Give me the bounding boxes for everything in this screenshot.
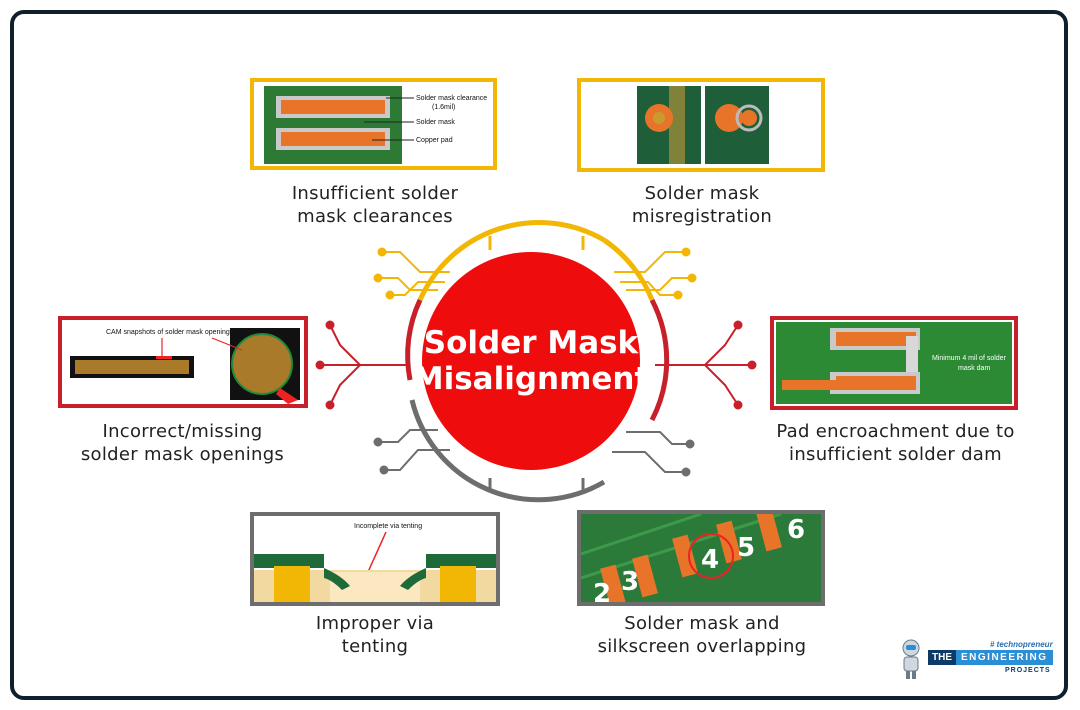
caption-clearance-line1: Insufficient solder: [291, 183, 459, 204]
caption-encroachment-line1: Pad encroachment due to: [776, 421, 1015, 442]
caption-tenting-line1: Improper via: [315, 613, 435, 634]
caption-silkscreen: Solder mask and silkscreen overlapping: [578, 612, 826, 658]
caption-openings-line1: Incorrect/missing: [102, 421, 263, 442]
silk-digit-3: 3: [621, 567, 639, 597]
center-title: Solder Mask Misalignment: [413, 252, 649, 470]
label-clearance-sub: (1.6mil): [432, 104, 455, 111]
robot-logo-icon: [902, 639, 920, 679]
label-cam: CAM snapshots of solder mask opening: [106, 329, 230, 336]
caption-clearance-line2: mask clearances: [297, 206, 453, 227]
silk-digit-5: 5: [737, 533, 755, 563]
arc-yellow-right: [602, 237, 655, 301]
panel-clearance: Solder mask clearance (1.6mil) Solder ma…: [250, 78, 497, 170]
caption-encroachment-line2: insufficient solder dam: [789, 444, 1002, 465]
tenting-illustration: Incomplete via tenting: [254, 516, 496, 602]
misregistration-illustration: [637, 86, 769, 164]
panel-encroachment: Minimum 4 mil of solder mask dam: [770, 316, 1018, 410]
arc-red-right: [649, 298, 670, 422]
label-solder-mask: Solder mask: [416, 119, 455, 126]
panel-openings: CAM snapshots of solder mask opening: [58, 316, 308, 408]
caption-tenting: Improper via tenting: [250, 612, 500, 658]
logo-the: THE: [928, 650, 956, 665]
caption-tenting-line2: tenting: [341, 636, 409, 657]
logo-wordmark: THE ENGINEERING: [928, 650, 1053, 665]
caption-silkscreen-line1: Solder mask and: [624, 613, 780, 634]
label-copper-pad: Copper pad: [416, 137, 453, 144]
label-clearance: Solder mask clearance: [416, 95, 487, 102]
caption-encroachment: Pad encroachment due to insufficient sol…: [763, 420, 1028, 466]
caption-misregistration-line1: Solder mask: [644, 183, 760, 204]
clearance-illustration: Solder mask clearance (1.6mil) Solder ma…: [264, 86, 487, 164]
label-dam-line1: Minimum 4 mil of solder: [932, 355, 1007, 362]
arc-red-left: [405, 298, 423, 381]
encroachment-illustration: Minimum 4 mil of solder mask dam: [776, 322, 1012, 404]
label-incomplete: Incomplete via tenting: [354, 523, 422, 530]
panel-tenting: Incomplete via tenting: [250, 512, 500, 606]
arc-gray: [409, 399, 606, 503]
label-dam-line2: mask dam: [958, 365, 990, 372]
silkscreen-illustration: 2 3 4 5 6: [581, 514, 821, 602]
caption-silkscreen-line2: silkscreen overlapping: [597, 636, 807, 657]
caption-clearance: Insufficient solder mask clearances: [250, 182, 500, 228]
silk-digit-6: 6: [787, 515, 805, 545]
panel-misregistration: [577, 78, 825, 172]
caption-misregistration: Solder mask misregistration: [577, 182, 827, 228]
silk-digit-4: 4: [701, 545, 719, 575]
panel-silkscreen: 2 3 4 5 6: [577, 510, 825, 606]
logo-engineering: ENGINEERING: [956, 650, 1053, 665]
openings-illustration: CAM snapshots of solder mask opening: [70, 328, 300, 404]
caption-misregistration-line2: misregistration: [631, 206, 773, 227]
caption-openings-line2: solder mask openings: [80, 444, 285, 465]
center-title-line1: Solder Mask: [423, 325, 639, 361]
arc-yellow: [417, 220, 606, 302]
caption-openings: Incorrect/missing solder mask openings: [55, 420, 310, 466]
logo-projects: PROJECTS: [1005, 667, 1051, 674]
center-title-line2: Misalignment: [412, 361, 650, 397]
silk-digit-2: 2: [593, 579, 611, 602]
logo-tagline: # technopreneur: [990, 640, 1053, 649]
